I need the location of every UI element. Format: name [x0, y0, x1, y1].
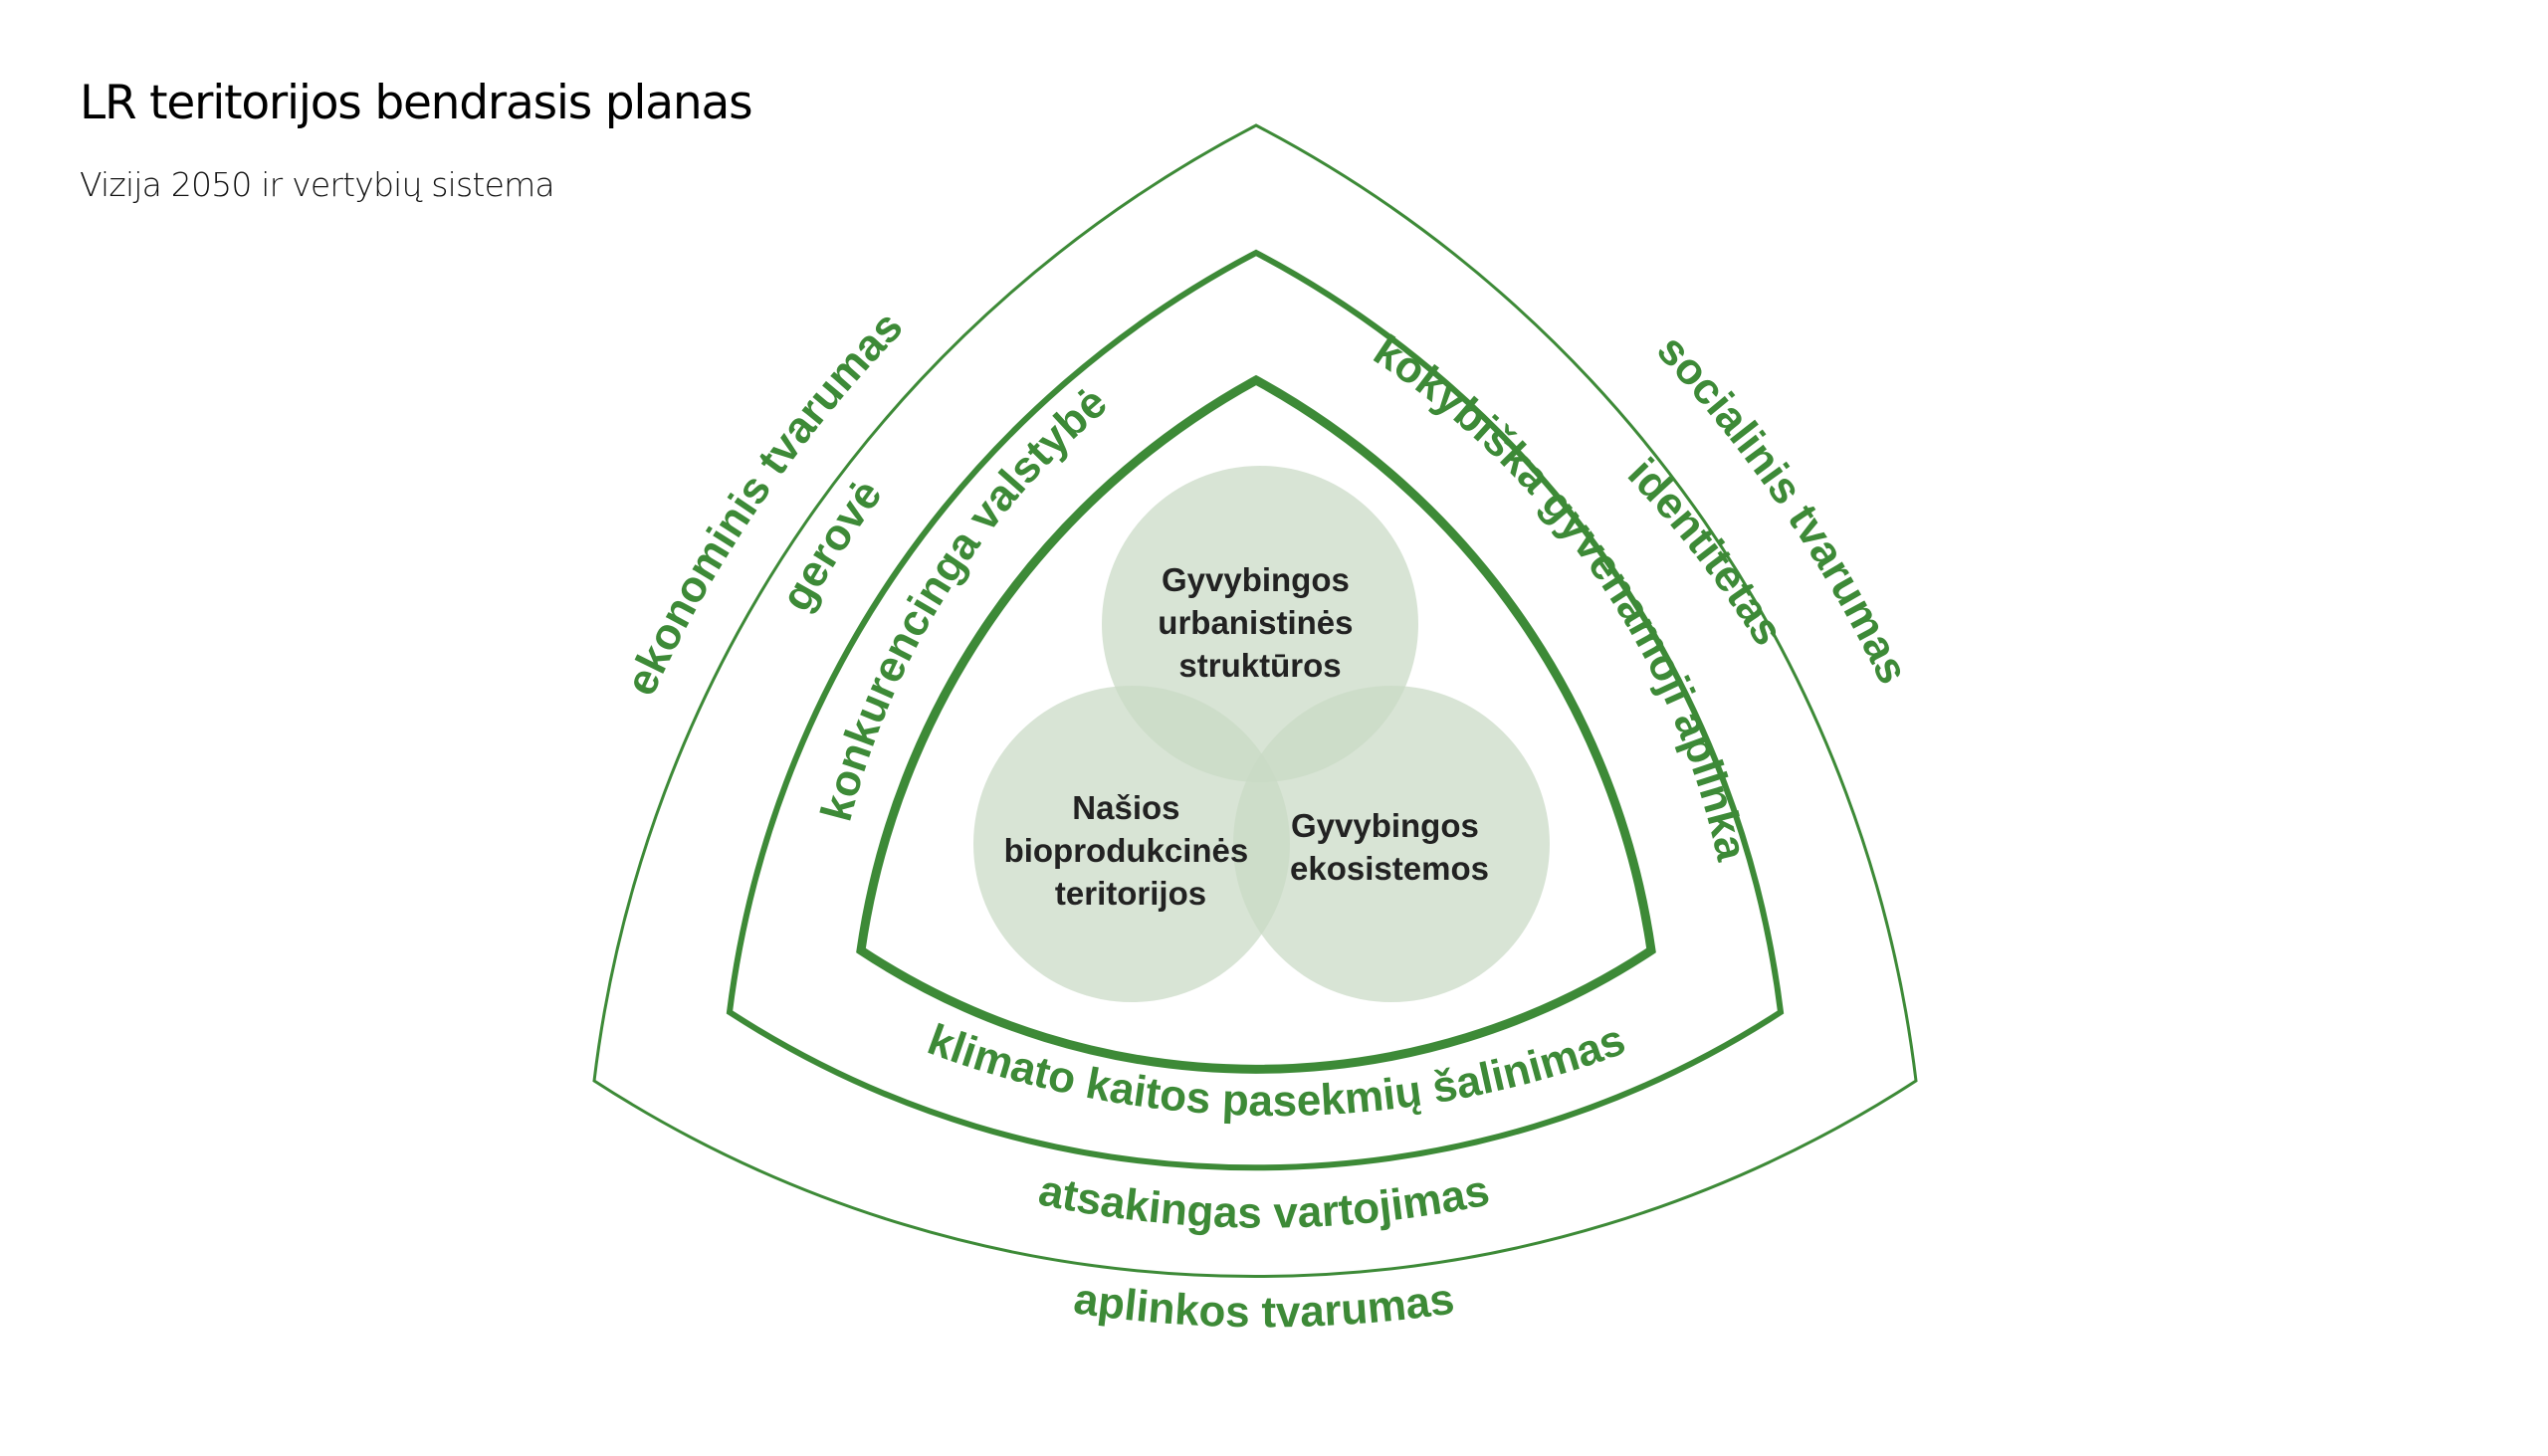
- middle-ring-outline: [726, 249, 1785, 1171]
- middle-bottom-label: atsakingas vartojimas: [1035, 1166, 1494, 1238]
- circle-urban-label: Gyvybingos urbanistinės struktūros: [1158, 561, 1362, 684]
- outer-ring-outline: [592, 123, 1918, 1278]
- outer-bottom-label: aplinkos tvarumas: [1071, 1274, 1457, 1337]
- circle-bioproductive-label: Našios bioprodukcinės teritorijos: [1004, 789, 1258, 912]
- circle-ecosystems-label: Gyvybingos ekosistemos: [1290, 807, 1489, 887]
- page-subtitle: Vizija 2050 ir vertybių sistema: [80, 165, 555, 204]
- circle-bioproductive: [973, 686, 1290, 1002]
- inner-ring-outline: [856, 374, 1656, 1074]
- venn-circles: [973, 466, 1550, 1002]
- page-title: LR teritorijos bendrasis planas: [80, 76, 753, 130]
- circle-ecosystems: [1233, 686, 1550, 1002]
